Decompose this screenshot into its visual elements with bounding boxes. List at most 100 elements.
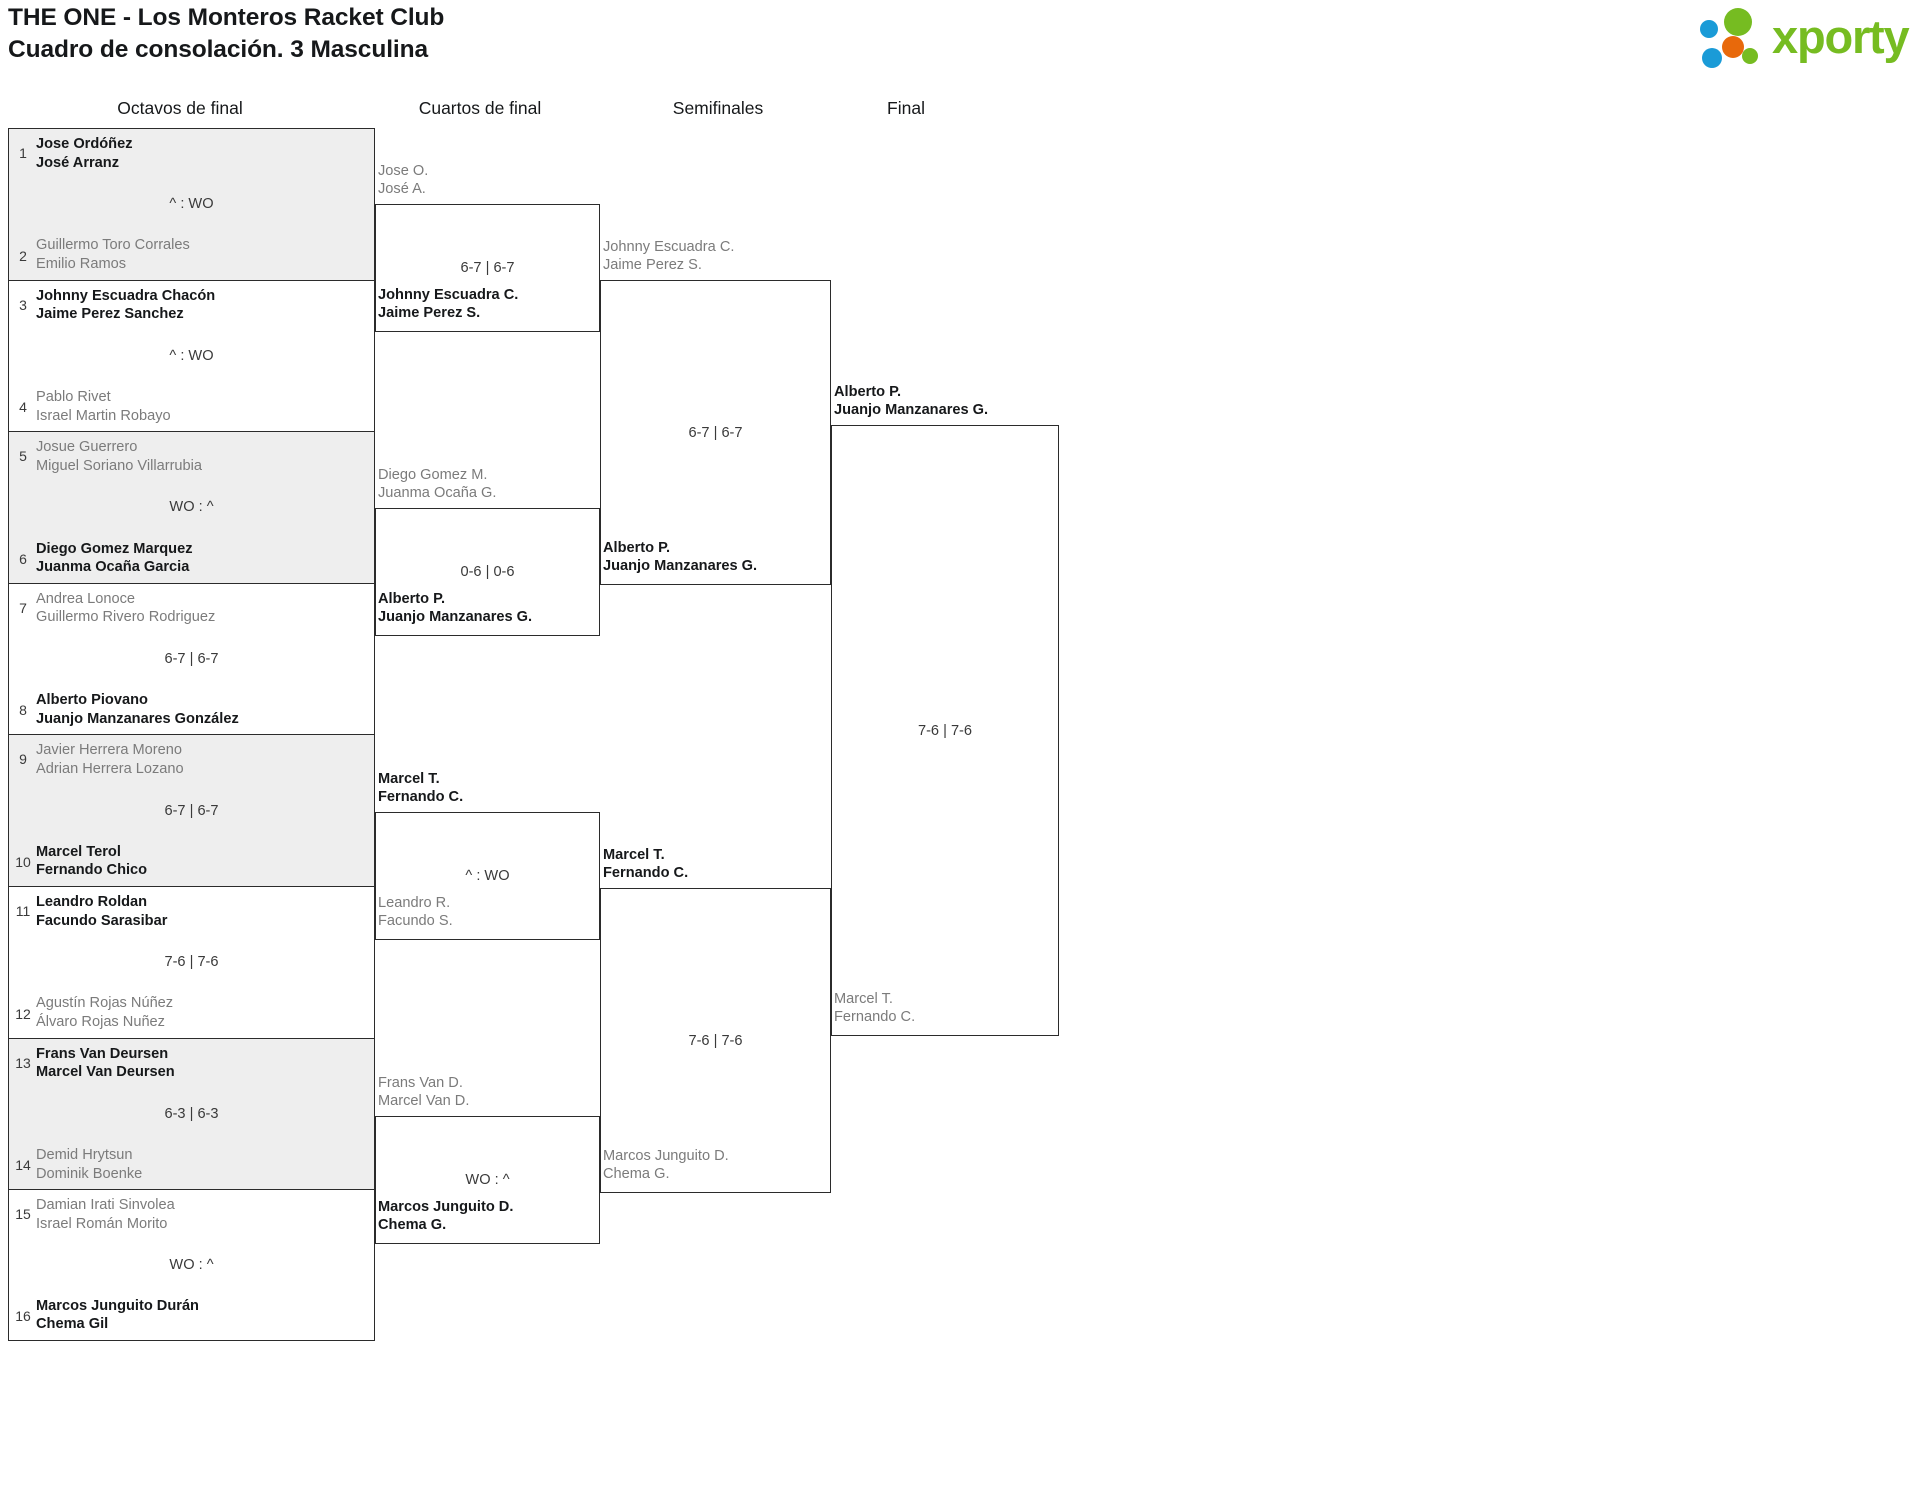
round-octavos: 1 Jose Ordóñez José Arranz ^ : WO 2 Guil… (8, 128, 375, 1341)
seed-number: 12 (15, 1005, 31, 1022)
player-pair-top: Leandro Roldan Facundo Sarasibar (36, 893, 368, 930)
player-name: Facundo Sarasibar (36, 912, 168, 929)
player-name: Alberto P. (378, 590, 446, 607)
player-name: Marcel T. (378, 770, 440, 787)
match-row[interactable]: 15 Damian Irati Sinvolea Israel Román Mo… (8, 1189, 375, 1341)
seed-number: 13 (15, 1054, 31, 1071)
seed-number: 4 (19, 399, 27, 416)
player-name: Demid Hrytsun (36, 1146, 133, 1163)
match-row[interactable]: 9 Javier Herrera Moreno Adrian Herrera L… (8, 734, 375, 886)
qf2-lower-pair: Alberto P. Juanjo Manzanares G. (378, 590, 532, 627)
player-name: Álvaro Rojas Nuñez (36, 1013, 165, 1030)
player-name: Juanjo Manzanares G. (834, 402, 989, 419)
player-name: Facundo S. (378, 913, 453, 930)
player-name: Marcel Van Deursen (36, 1064, 175, 1081)
xporty-logo: xporty (1700, 6, 1912, 68)
seed-number: 3 (19, 296, 27, 313)
qf4-lower-pair: Marcos Junguito D. Chema G. (378, 1198, 513, 1235)
player-name: Fernando Chico (36, 862, 148, 879)
seed-number: 16 (15, 1307, 31, 1324)
player-name: Juanjo Manzanares González (36, 710, 239, 727)
player-pair-bottom: Agustín Rojas Núñez Álvaro Rojas Nuñez (36, 994, 368, 1031)
match-row[interactable]: 13 Frans Van Deursen Marcel Van Deursen … (8, 1037, 375, 1190)
player-name: Marcel Van D. (378, 1093, 470, 1110)
match-score: 6-7 | 6-7 (688, 424, 743, 441)
player-name: Marcel T. (834, 990, 893, 1007)
match-score: WO : ^ (465, 1172, 510, 1188)
player-name: Fernando C. (834, 1009, 916, 1026)
match-row[interactable]: 3 Johnny Escuadra Chacón Jaime Perez San… (8, 279, 375, 432)
seed-number: 6 (19, 550, 27, 567)
player-name: Chema G. (378, 1217, 447, 1234)
match-score: WO : ^ (169, 499, 214, 516)
seed-number: 2 (19, 247, 27, 264)
player-name: Juanma Ocaña G. (378, 485, 497, 502)
seed-number: 11 (15, 902, 31, 919)
qf3-lower-pair: Leandro R. Facundo S. (378, 894, 453, 931)
player-name: Jaime Perez S. (378, 305, 481, 322)
player-name: Pablo Rivet (36, 389, 111, 405)
match-row[interactable]: 7 Andrea Lonoce Guillermo Rivero Rodrigu… (8, 582, 375, 735)
match-score: 6-7 | 6-7 (164, 651, 219, 668)
player-name: Emilio Ramos (36, 256, 127, 272)
player-name: Juanjo Manzanares G. (603, 558, 758, 575)
qf1-lower-pair: Johnny Escuadra C. Jaime Perez S. (378, 286, 518, 323)
player-name: Frans Van Deursen (36, 1045, 169, 1062)
match-node-sf-2[interactable]: Marcel T. Fernando C. 7-6 | 7-6 Marcos J… (600, 847, 831, 1193)
player-name: Damian Irati Sinvolea (36, 1197, 175, 1214)
player-name: Israel Martin Robayo (36, 407, 171, 424)
player-name: Marcos Junguito Durán (36, 1297, 199, 1314)
match-row[interactable]: 1 Jose Ordóñez José Arranz ^ : WO 2 Guil… (8, 128, 375, 280)
player-pair-top: Javier Herrera Moreno Adrian Herrera Loz… (36, 741, 368, 778)
player-pair-bottom: Alberto Piovano Juanjo Manzanares Gonzál… (36, 691, 368, 728)
player-name: Andrea Lonoce (36, 590, 135, 607)
player-name: Marcos Junguito D. (378, 1198, 514, 1215)
match-node-qf-3[interactable]: Marcel T. Fernando C. ^ : WO Leandro R. … (375, 771, 600, 940)
match-node-final[interactable]: Alberto P. Juanjo Manzanares G. 7-6 | 7-… (831, 384, 1059, 1036)
bracket-subtitle: Cuadro de consolación. 3 Masculina (8, 36, 429, 64)
player-name: Alberto Piovano (36, 692, 148, 709)
match-node-qf-4[interactable]: Frans Van D. Marcel Van D. WO : ^ Marcos… (375, 1075, 600, 1244)
seed-number: 7 (19, 599, 27, 616)
player-name: Frans Van D. (378, 1074, 463, 1091)
player-name: Israel Román Morito (36, 1215, 168, 1232)
match-score: WO : ^ (169, 1256, 214, 1273)
sf2-upper-pair: Marcel T. Fernando C. (603, 846, 688, 883)
tournament-name: THE ONE - Los Monteros Racket Club (8, 4, 445, 31)
player-name: Leandro Roldan (36, 893, 148, 910)
match-row[interactable]: 5 Josue Guerrero Miguel Soriano Villarru… (8, 431, 375, 583)
qf4-upper-pair: Frans Van D. Marcel Van D. (378, 1074, 469, 1111)
match-node-qf-2[interactable]: Diego Gomez M. Juanma Ocaña G. 0-6 | 0-6… (375, 467, 600, 636)
logo-dots-icon (1700, 6, 1772, 68)
player-pair-top: Jose Ordóñez José Arranz (36, 135, 368, 172)
final-lower-pair: Marcel T. Fernando C. (834, 990, 915, 1027)
player-name: Fernando C. (378, 789, 464, 806)
match-score: 7-6 | 7-6 (164, 954, 219, 971)
match-row[interactable]: 11 Leandro Roldan Facundo Sarasibar 7-6 … (8, 885, 375, 1038)
match-node-qf-1[interactable]: Jose O. José A. 6-7 | 6-7 Johnny Escuadr… (375, 163, 600, 332)
player-name: Chema Gil (36, 1316, 109, 1333)
player-name: Leandro R. (378, 894, 451, 911)
player-pair-top: Andrea Lonoce Guillermo Rivero Rodriguez (36, 590, 368, 627)
player-pair-top: Frans Van Deursen Marcel Van Deursen (36, 1045, 368, 1082)
player-name: Javier Herrera Moreno (36, 742, 182, 759)
player-name: Agustín Rojas Núñez (36, 995, 174, 1012)
player-name: Marcos Junguito D. (603, 1147, 729, 1164)
match-score: 7-6 | 7-6 (688, 1032, 743, 1049)
round-header-semifinales: Semifinales (672, 98, 764, 118)
player-pair-bottom: Pablo Rivet Israel Martin Robayo (36, 388, 368, 425)
seed-number: 1 (19, 145, 27, 161)
seed-number: 9 (19, 751, 27, 768)
match-node-sf-1[interactable]: Johnny Escuadra C. Jaime Perez S. 6-7 | … (600, 239, 831, 585)
player-name: Diego Gomez M. (378, 466, 488, 483)
logo-wordmark: xporty (1772, 10, 1910, 63)
player-pair-top: Damian Irati Sinvolea Israel Román Morit… (36, 1196, 368, 1233)
match-score: ^ : WO (169, 196, 214, 213)
player-pair-bottom: Guillermo Toro Corrales Emilio Ramos (36, 236, 368, 273)
qf3-upper-pair: Marcel T. Fernando C. (378, 770, 463, 807)
qf2-upper-pair: Diego Gomez M. Juanma Ocaña G. (378, 466, 496, 503)
player-name: Marcel Terol (36, 843, 121, 860)
seed-number: 14 (15, 1157, 31, 1174)
player-name: Alberto P. (603, 539, 671, 556)
match-score: 6-7 | 6-7 (460, 260, 515, 276)
